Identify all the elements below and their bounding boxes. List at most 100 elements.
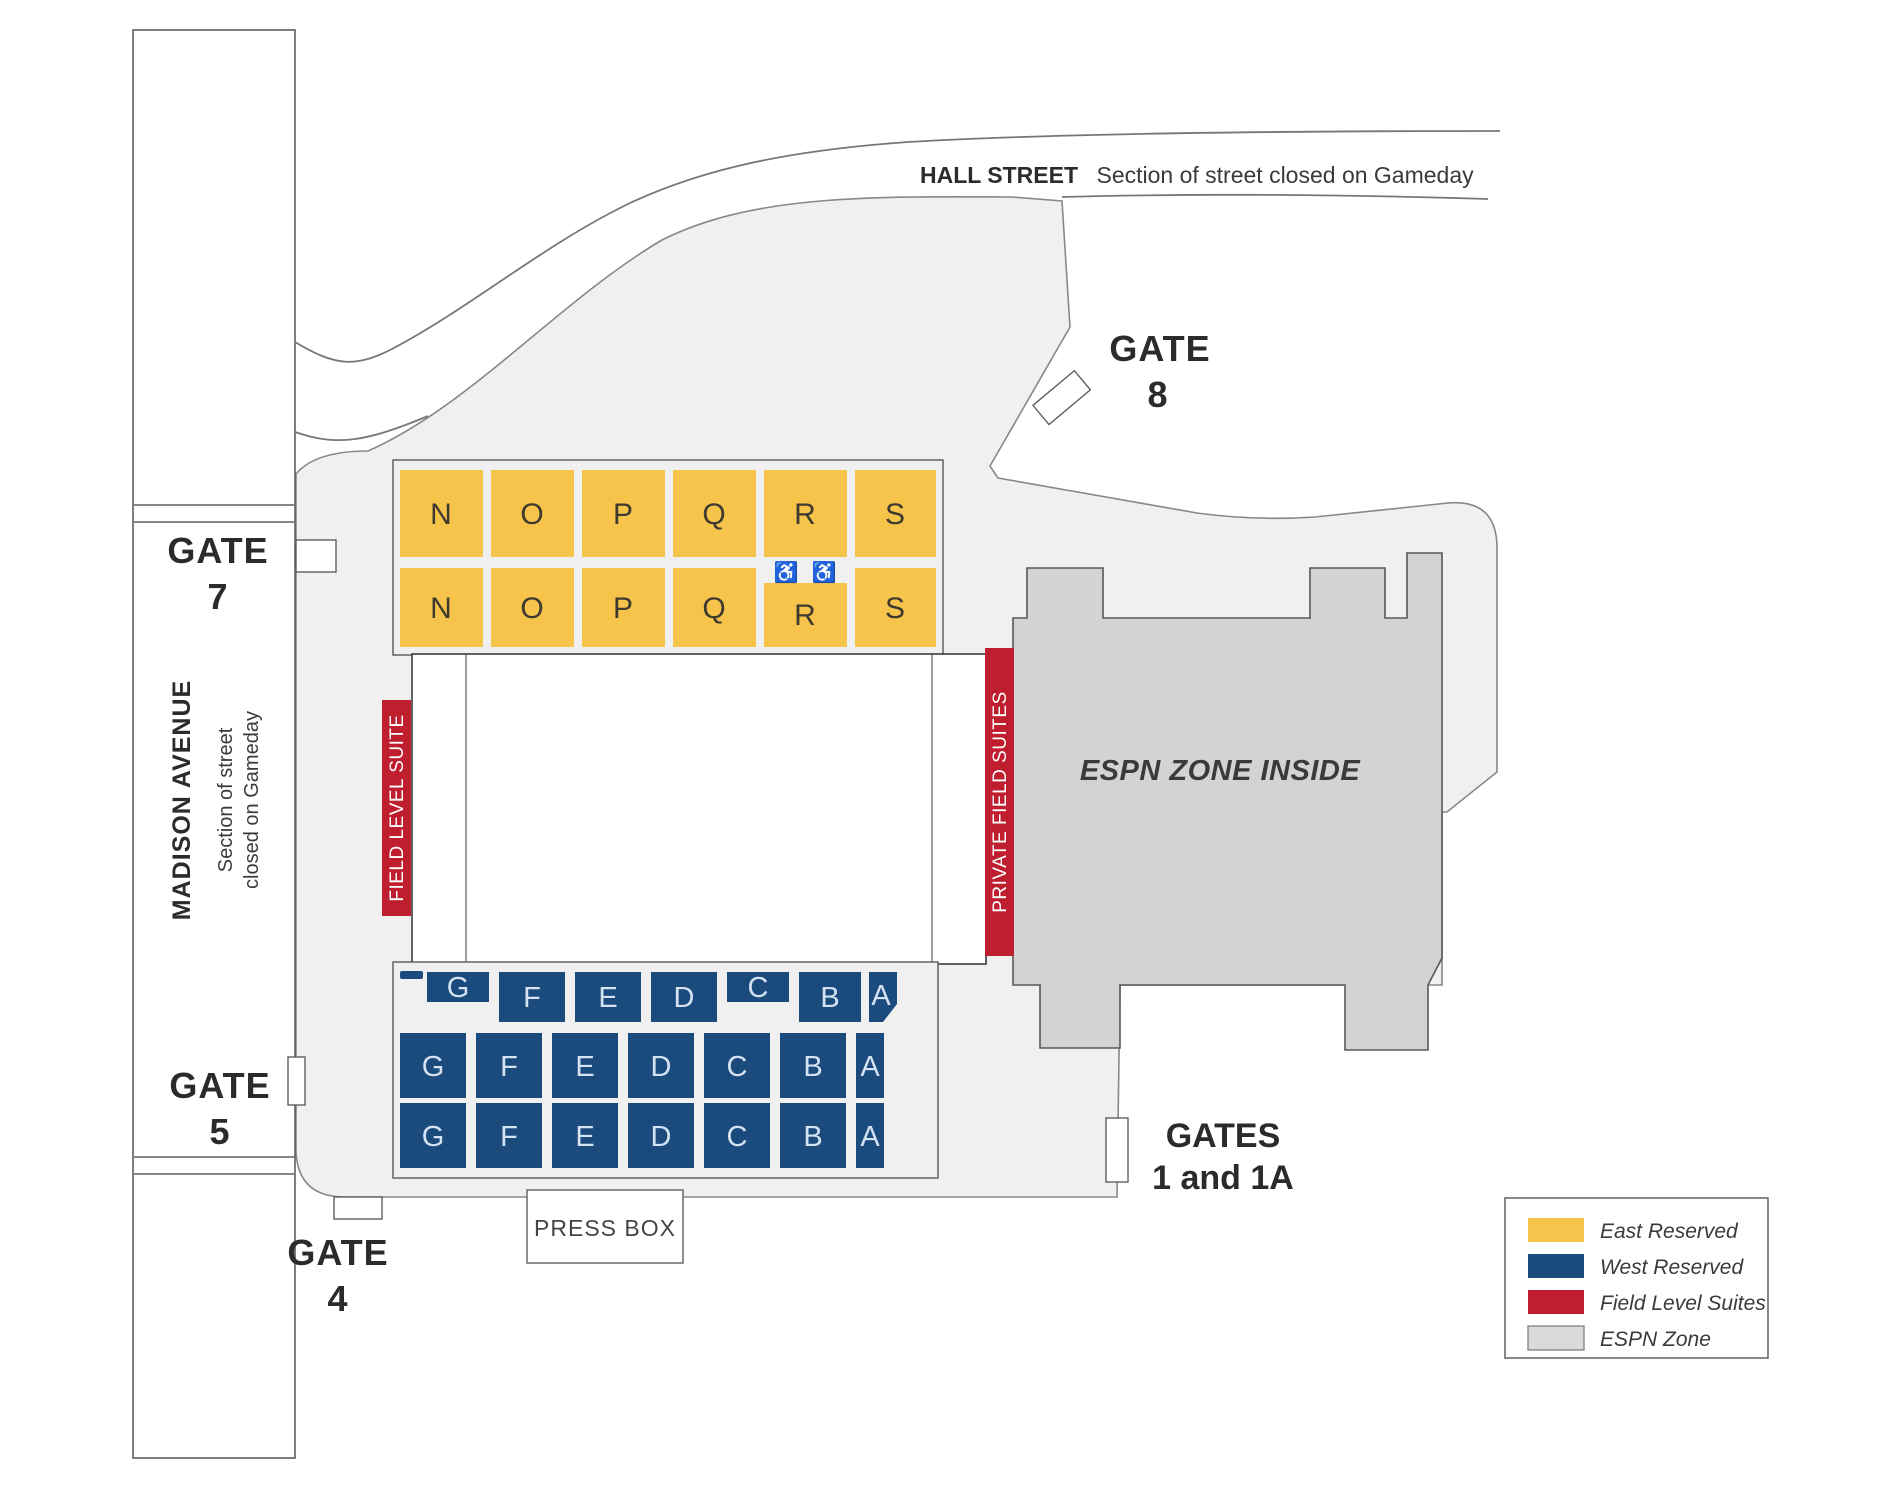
section-east-r2-Q bbox=[673, 568, 756, 647]
section-west-r3-C bbox=[704, 1103, 770, 1168]
section-label: S bbox=[885, 498, 905, 531]
section-east-r1-R bbox=[764, 470, 847, 557]
gate-7-number: 7 bbox=[207, 576, 228, 617]
section-label: Q bbox=[702, 592, 725, 625]
gate-8-marker bbox=[1031, 369, 1092, 426]
section-label: A bbox=[871, 980, 891, 1012]
gate-4-marker bbox=[333, 1196, 383, 1220]
field-level-suite-label: FIELD LEVEL SUITE bbox=[387, 714, 408, 901]
section-west-r3-B bbox=[780, 1103, 846, 1168]
section-label: N bbox=[430, 592, 452, 625]
hall-street-lower-edge-right bbox=[1061, 193, 1489, 200]
section-label: Q bbox=[702, 498, 725, 531]
section-label: C bbox=[727, 1051, 748, 1083]
section-label: R bbox=[794, 599, 816, 632]
section-label: B bbox=[803, 1051, 822, 1083]
section-east-r1-O bbox=[491, 470, 574, 557]
field-level-suite-strip bbox=[382, 700, 411, 916]
legend-label: West Reserved bbox=[1600, 1256, 1744, 1279]
gate-8-label: GATE bbox=[1109, 328, 1210, 369]
section-east-r1-S bbox=[855, 470, 936, 557]
section-west-r2-D bbox=[628, 1033, 694, 1098]
gate-4-label: GATE bbox=[287, 1232, 388, 1273]
section-label: O bbox=[520, 592, 543, 625]
section-west-r3-G bbox=[400, 1103, 466, 1168]
playing-field bbox=[411, 653, 987, 965]
gate-5-label: GATE bbox=[169, 1065, 270, 1106]
section-label: O bbox=[520, 498, 543, 531]
hall-street-name: HALL STREET bbox=[920, 162, 1078, 188]
section-west-r2-C bbox=[704, 1033, 770, 1098]
west-row1-dash bbox=[400, 971, 423, 979]
hall-street-lower-edge-left bbox=[294, 415, 429, 441]
section-east-r2-N bbox=[400, 568, 483, 647]
section-east-r2-P bbox=[582, 568, 665, 647]
section-label: B bbox=[803, 1121, 822, 1153]
gate-7-marker bbox=[295, 539, 337, 573]
hall-street-note: Section of street closed on Gameday bbox=[1096, 162, 1474, 188]
section-label: D bbox=[651, 1051, 672, 1083]
section-west-r2-E bbox=[552, 1033, 618, 1098]
section-west-r1-G bbox=[427, 972, 489, 1002]
legend-label: ESPN Zone bbox=[1600, 1328, 1711, 1351]
gate-5-number: 5 bbox=[209, 1111, 230, 1152]
section-label: P bbox=[613, 498, 633, 531]
madison-avenue-name: MADISON AVENUE bbox=[168, 680, 196, 920]
section-west-r1-B bbox=[799, 972, 861, 1022]
wheelchair-icon: ♿ bbox=[812, 560, 837, 584]
section-label: E bbox=[575, 1121, 594, 1153]
section-label: E bbox=[575, 1051, 594, 1083]
section-label: D bbox=[674, 982, 695, 1014]
hall-street-upper-edge bbox=[294, 130, 1501, 363]
espn-zone-building bbox=[1012, 552, 1443, 1051]
section-label: F bbox=[500, 1121, 518, 1153]
hall-street-label: HALL STREET Section of street closed on … bbox=[920, 162, 1474, 188]
section-west-r3-E bbox=[552, 1103, 618, 1168]
section-west-r2-G bbox=[400, 1033, 466, 1098]
section-west-r2-B bbox=[780, 1033, 846, 1098]
gate-5-marker bbox=[287, 1056, 306, 1106]
section-east-r2-O bbox=[491, 568, 574, 647]
section-label: F bbox=[500, 1051, 518, 1083]
section-label: C bbox=[748, 972, 769, 1004]
section-label: S bbox=[885, 592, 905, 625]
press-box bbox=[526, 1189, 684, 1264]
section-label: G bbox=[422, 1051, 445, 1083]
section-west-r2-F bbox=[476, 1033, 542, 1098]
madison-avenue-note-2: closed on Gameday bbox=[241, 711, 263, 889]
legend-swatch-field-level-suites bbox=[1528, 1290, 1584, 1314]
espn-zone-label: ESPN ZONE INSIDE bbox=[1080, 755, 1361, 787]
wheelchair-icon: ♿ bbox=[774, 560, 799, 584]
gates-1-1a-label-line2: 1 and 1A bbox=[1152, 1159, 1294, 1197]
section-west-r3-A bbox=[856, 1103, 884, 1168]
section-west-r1-D bbox=[651, 972, 717, 1022]
legend-swatch-west-reserved bbox=[1528, 1254, 1584, 1278]
private-field-suites-strip bbox=[985, 648, 1014, 956]
section-west-r3-F bbox=[476, 1103, 542, 1168]
section-east-r1-P bbox=[582, 470, 665, 557]
section-west-r1-C bbox=[727, 972, 789, 1002]
legend-label: East Reserved bbox=[1600, 1220, 1739, 1243]
section-label: F bbox=[523, 982, 541, 1014]
section-label: P bbox=[613, 592, 633, 625]
section-label: A bbox=[860, 1121, 880, 1153]
legend-label: Field Level Suites bbox=[1600, 1292, 1766, 1315]
section-east-r1-N bbox=[400, 470, 483, 557]
section-west-r3-D bbox=[628, 1103, 694, 1168]
legend-swatch-east-reserved bbox=[1528, 1218, 1584, 1242]
section-label: B bbox=[820, 982, 839, 1014]
section-label: D bbox=[651, 1121, 672, 1153]
section-label: E bbox=[598, 982, 617, 1014]
section-east-r2-S bbox=[855, 568, 936, 647]
section-west-r1-E bbox=[575, 972, 641, 1022]
section-west-r1-A bbox=[869, 972, 897, 1022]
section-label: G bbox=[447, 972, 470, 1004]
private-field-suites-label: PRIVATE FIELD SUITES bbox=[990, 691, 1011, 913]
section-label: R bbox=[794, 498, 816, 531]
gate-4-number: 4 bbox=[327, 1278, 348, 1319]
section-east-r2-R bbox=[764, 583, 847, 647]
madison-avenue-road bbox=[132, 29, 296, 1459]
madison-avenue-note-1: Section of street bbox=[215, 727, 237, 872]
gate-7-label: GATE bbox=[167, 530, 268, 571]
